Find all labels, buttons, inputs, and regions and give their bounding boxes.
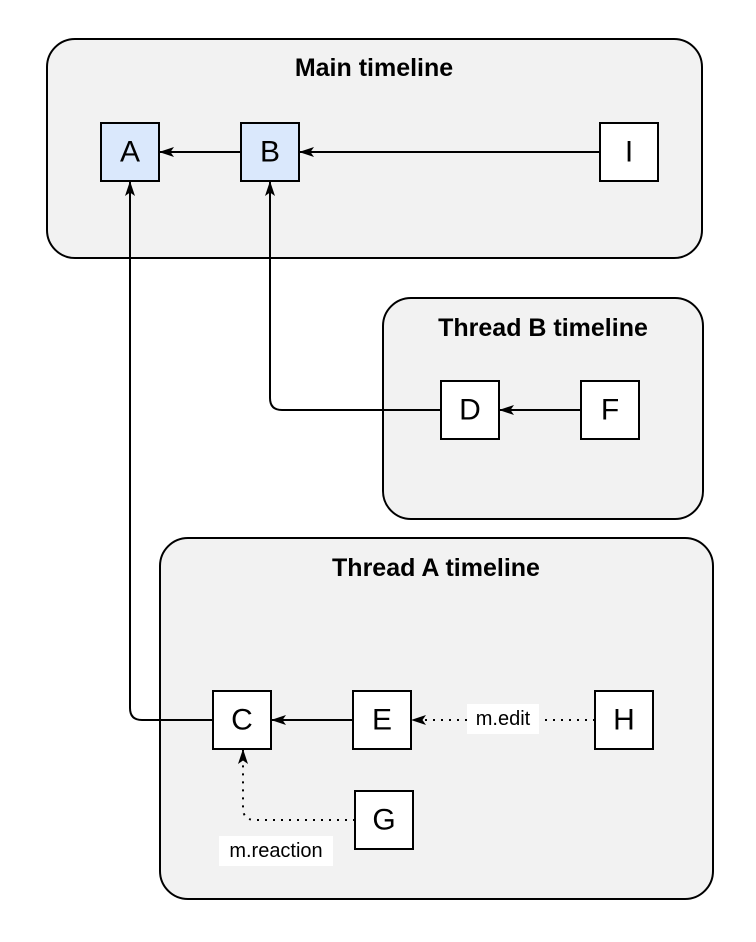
container-thread-a-timeline-box: [159, 537, 714, 900]
container-main-timeline: Main timeline: [46, 38, 703, 259]
node-I: I: [599, 122, 659, 182]
edge-label-m-edit-text: m.edit: [476, 708, 531, 730]
node-B: B: [240, 122, 300, 182]
container-main-timeline-box: [46, 38, 703, 259]
node-D: D: [440, 380, 500, 440]
node-D-label: D: [459, 394, 481, 427]
node-H-label: H: [613, 704, 635, 737]
node-G-label: G: [372, 804, 395, 837]
node-F-box: [580, 380, 640, 440]
node-E: E: [352, 690, 412, 750]
node-E-label: E: [372, 704, 392, 737]
edge-label-m-reaction-text: m.reaction: [229, 840, 322, 862]
node-E-box: [352, 690, 412, 750]
node-G-box: [354, 790, 414, 850]
node-H-box: [594, 690, 654, 750]
node-C-label: C: [231, 704, 253, 737]
container-thread-b-timeline-title: Thread B timeline: [438, 314, 648, 342]
container-thread-a-timeline-title: Thread A timeline: [332, 554, 540, 582]
edge-D-to-B: [265, 181, 441, 411]
edge-label-m-reaction: m.reaction: [219, 836, 333, 866]
node-F: F: [580, 380, 640, 440]
container-thread-b-timeline-box: [382, 297, 704, 520]
node-A-label: A: [120, 136, 140, 169]
node-B-label: B: [260, 136, 280, 169]
node-C: C: [212, 690, 272, 750]
edge-label-m-reaction-background: [219, 836, 333, 866]
node-I-box: [599, 122, 659, 182]
node-F-label: F: [601, 394, 619, 427]
container-thread-a-timeline: Thread A timeline: [159, 537, 714, 900]
node-C-box: [212, 690, 272, 750]
node-G: G: [354, 790, 414, 850]
node-H: H: [594, 690, 654, 750]
edge-label-m-edit: m.edit: [467, 704, 539, 734]
node-I-label: I: [625, 136, 633, 169]
node-D-box: [440, 380, 500, 440]
node-B-box: [240, 122, 300, 182]
container-main-timeline-title: Main timeline: [295, 54, 453, 82]
edge-label-m-edit-background: [467, 704, 539, 734]
node-A-box: [100, 122, 160, 182]
edge-C-to-A: [125, 181, 213, 721]
container-thread-b-timeline: Thread B timeline: [382, 297, 704, 520]
node-A: A: [100, 122, 160, 182]
